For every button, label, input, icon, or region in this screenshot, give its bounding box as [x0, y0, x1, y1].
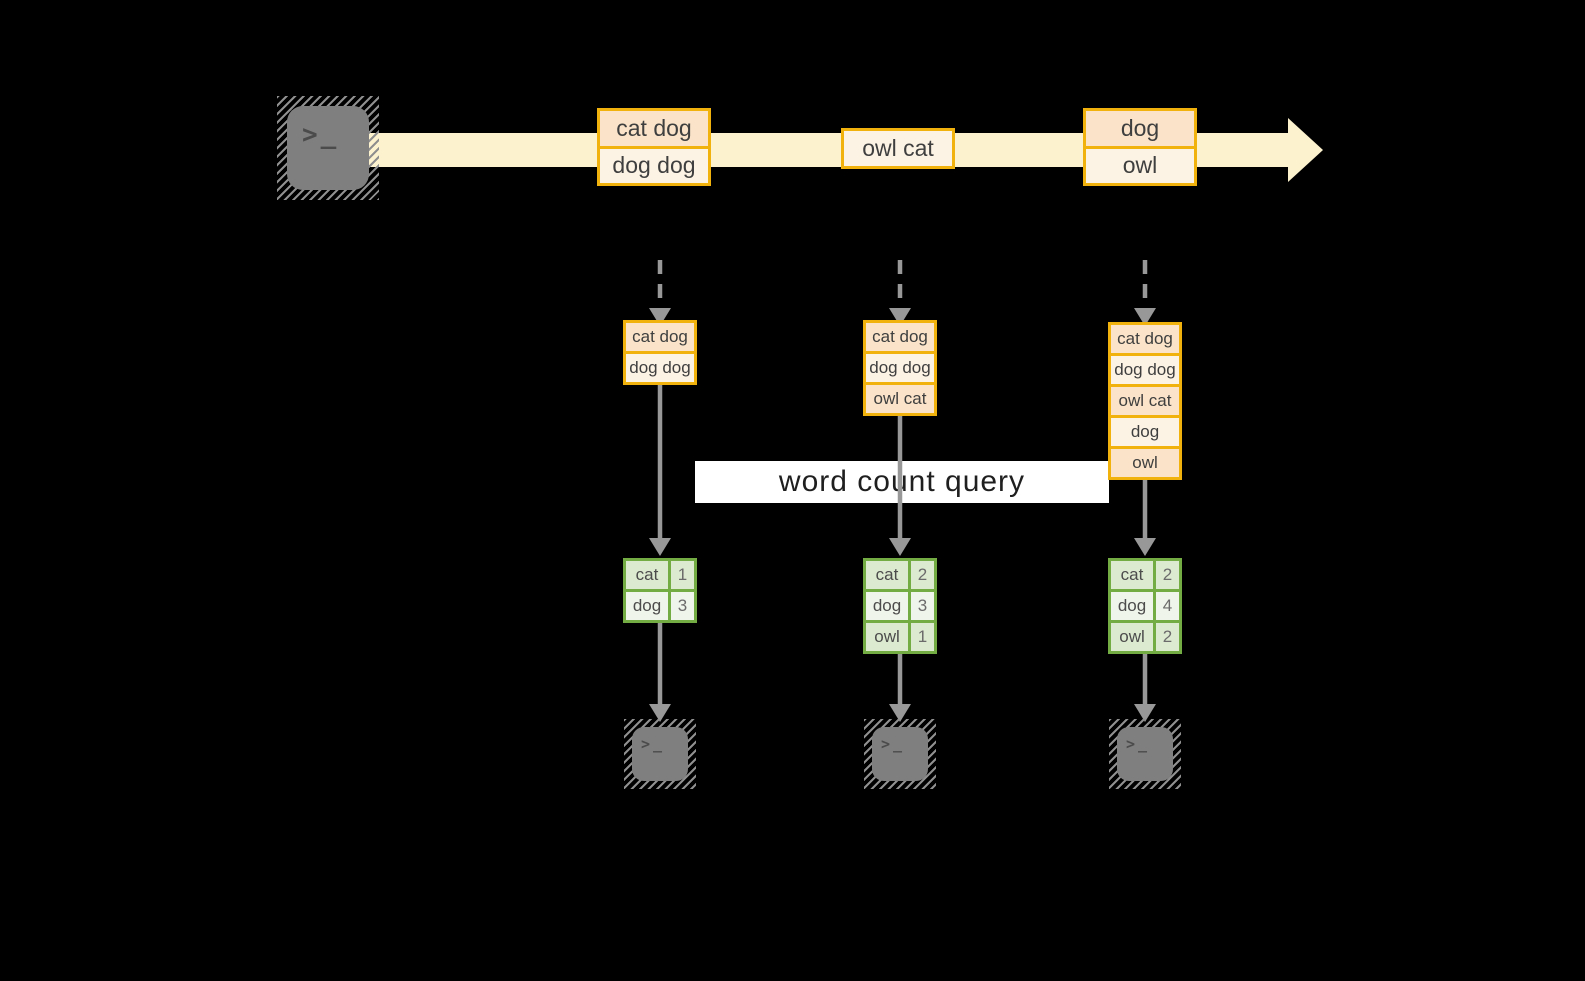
count-cell: 1 — [671, 561, 694, 589]
count-cell: 1 — [911, 623, 934, 651]
terminal-icon: >_ — [1117, 727, 1173, 781]
flow-arrow-icon — [1134, 654, 1156, 722]
record: dog dog — [866, 351, 934, 382]
stream-batch-3: dog owl — [1083, 108, 1197, 186]
record: owl — [1111, 446, 1179, 477]
count-cell: 2 — [1156, 561, 1179, 589]
dashed-arrow-icon — [649, 260, 671, 326]
word-cell: cat — [1111, 561, 1153, 589]
result-table-2: cat 2 dog 3 owl 1 — [863, 558, 937, 654]
terminal-sink-icon: >_ — [624, 719, 696, 789]
record: owl cat — [844, 131, 952, 166]
flow-arrow-icon — [649, 385, 671, 556]
record: dog dog — [600, 145, 708, 183]
record: cat dog — [600, 111, 708, 146]
result-table-3: cat 2 dog 4 owl 2 — [1108, 558, 1182, 654]
record: dog dog — [1111, 353, 1179, 384]
word-cell: owl — [866, 623, 908, 651]
record: cat dog — [866, 323, 934, 351]
micro-batch-3: cat dog dog dog owl cat dog owl — [1108, 322, 1182, 480]
record: owl cat — [1111, 384, 1179, 415]
terminal-sink-icon: >_ — [1109, 719, 1181, 789]
word-cell: dog — [866, 592, 908, 620]
record: dog — [1111, 415, 1179, 446]
count-cell: 3 — [911, 592, 934, 620]
word-cell: owl — [1111, 623, 1153, 651]
stream-batch-2: owl cat — [841, 128, 955, 169]
dashed-arrow-icon — [889, 260, 911, 326]
count-cell: 4 — [1156, 592, 1179, 620]
record: cat dog — [1111, 325, 1179, 353]
micro-batch-1: cat dog dog dog — [623, 320, 697, 385]
terminal-icon: >_ — [632, 727, 688, 781]
stream-batch-1: cat dog dog dog — [597, 108, 711, 186]
micro-batch-2: cat dog dog dog owl cat — [863, 320, 937, 416]
flow-arrow-icon — [649, 623, 671, 722]
word-cell: dog — [626, 592, 668, 620]
count-cell: 2 — [1156, 623, 1179, 651]
flow-arrow-icon — [889, 654, 911, 722]
stream-arrowhead-icon — [1288, 118, 1323, 182]
prompt-glyph: >_ — [302, 120, 340, 150]
flow-arrow-icon — [889, 416, 911, 556]
record: dog dog — [626, 351, 694, 382]
terminal-source-icon: >_ — [277, 96, 379, 200]
count-cell: 3 — [671, 592, 694, 620]
word-cell: dog — [1111, 592, 1153, 620]
terminal-sink-icon: >_ — [864, 719, 936, 789]
terminal-icon: >_ — [287, 106, 369, 190]
count-cell: 2 — [911, 561, 934, 589]
terminal-icon: >_ — [872, 727, 928, 781]
word-cell: cat — [626, 561, 668, 589]
record: dog — [1086, 111, 1194, 146]
record: owl cat — [866, 382, 934, 413]
flow-arrow-icon — [1134, 480, 1156, 556]
prompt-glyph: >_ — [1126, 735, 1151, 753]
record: cat dog — [626, 323, 694, 351]
prompt-glyph: >_ — [881, 735, 906, 753]
prompt-glyph: >_ — [641, 735, 666, 753]
dashed-arrow-icon — [1134, 260, 1156, 326]
word-cell: cat — [866, 561, 908, 589]
record: owl — [1086, 145, 1194, 183]
result-table-1: cat 1 dog 3 — [623, 558, 697, 623]
